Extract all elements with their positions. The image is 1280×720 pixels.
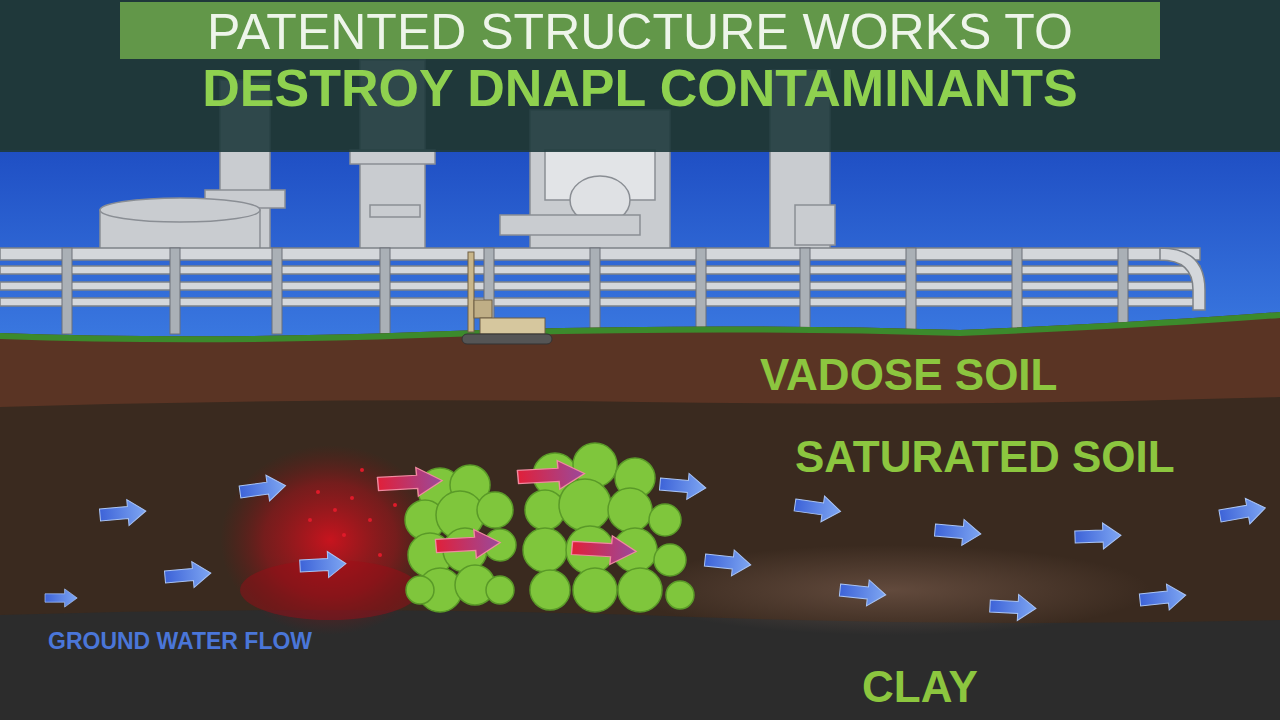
drill-rig [462, 252, 552, 344]
title: PATENTED STRUCTURE WORKS TO DESTROY DNAP… [135, 4, 1145, 116]
flow-label: GROUND WATER FLOW [48, 628, 312, 655]
layer-label: VADOSE SOIL [760, 350, 1057, 400]
layer-label: SATURATED SOIL [795, 432, 1175, 482]
layer-label: CLAY [862, 662, 978, 712]
